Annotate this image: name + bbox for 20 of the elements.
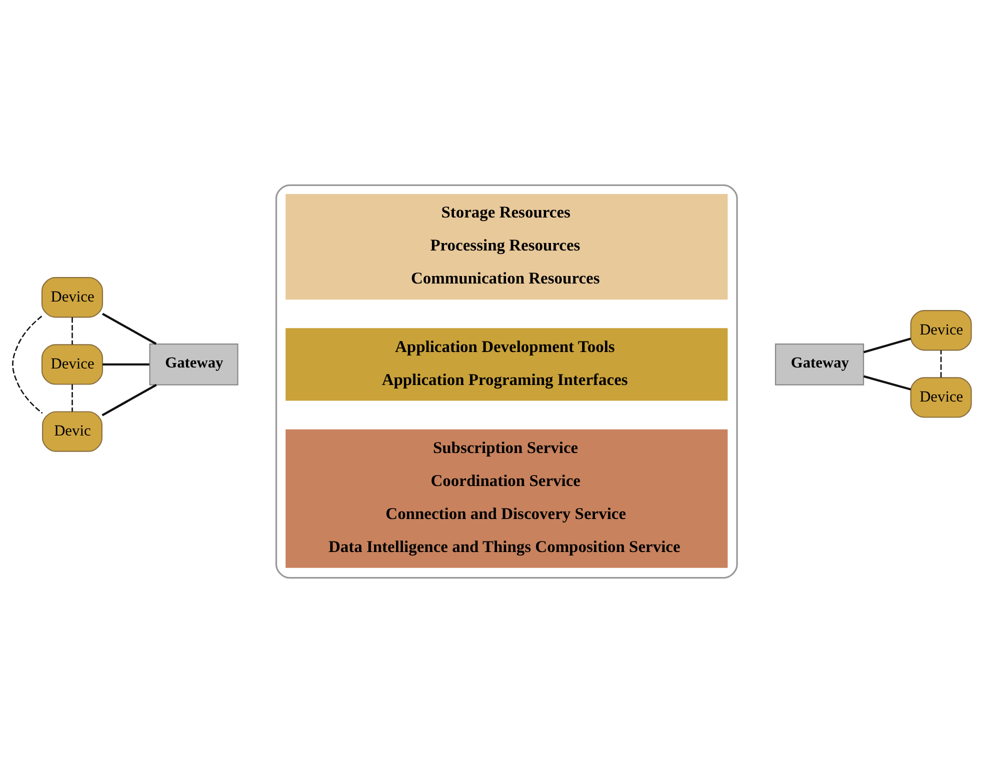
node-box: Device bbox=[41, 344, 104, 385]
connector bbox=[102, 363, 150, 366]
connector bbox=[863, 375, 912, 390]
node-box: Gateway bbox=[774, 344, 864, 386]
node-box: Application Development Tools Application Programing Interfaces bbox=[284, 327, 729, 402]
node-box: Gateway bbox=[149, 344, 238, 386]
node-box: Subscription Service Coordination Service Connection and Discovery Service Data Intelligence and Things Composition Service bbox=[284, 428, 729, 569]
connector bbox=[12, 316, 43, 414]
connector bbox=[102, 384, 157, 416]
connector bbox=[940, 350, 942, 378]
node-box: Storage Resources Processing Resources Communication Resources bbox=[284, 192, 729, 301]
connector bbox=[72, 317, 73, 345]
node-box: Device bbox=[41, 277, 104, 318]
connector bbox=[863, 338, 912, 354]
node-box: Device bbox=[910, 310, 972, 351]
cluster bbox=[275, 184, 738, 579]
node-box: Device bbox=[910, 377, 972, 418]
connector bbox=[72, 384, 73, 412]
connector bbox=[102, 312, 157, 345]
node-box: Devic bbox=[42, 411, 102, 452]
